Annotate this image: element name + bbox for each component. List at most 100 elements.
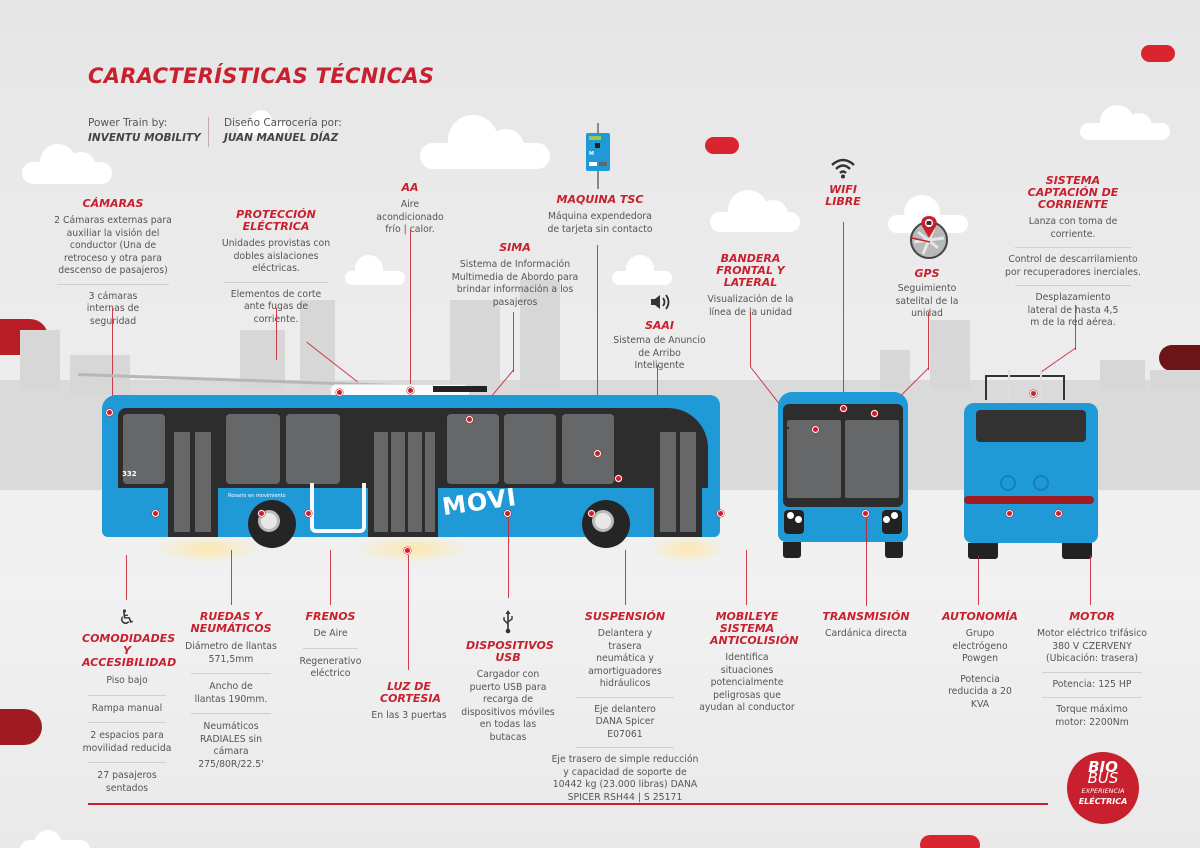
feature-proteccion: PROTECCIÓN ELÉCTRICA Unidades provistas …: [215, 209, 337, 326]
leader-line: [126, 555, 127, 600]
wheelchair-icon: ♿: [118, 605, 136, 629]
feature-item: Ancho de llantas 190mm.: [194, 681, 268, 705]
hotspot-aa[interactable]: [407, 387, 414, 394]
decorative-pill-bottom: [920, 835, 980, 848]
hotspot-gps[interactable]: [871, 410, 878, 417]
hotspot-motor[interactable]: [1055, 510, 1062, 517]
feature-item: Grupo electrógeno Powgen: [952, 628, 1008, 664]
badge-line-3: EXPERIENCIA: [1081, 787, 1125, 795]
hotspot-saai[interactable]: [615, 475, 622, 482]
bus-side-view: MOVI Rosario en movimiento 332: [77, 370, 728, 565]
feature-item: Regenerativo eléctrico: [299, 655, 362, 680]
cloud: [710, 190, 800, 232]
divider: [1014, 247, 1132, 248]
leader-line: [112, 308, 113, 413]
feature-item: 3 cámaras internas de seguridad: [86, 290, 140, 327]
feature-captacion: SISTEMA CAPTACIÓN DE CORRIENTE Lanza con…: [1005, 175, 1141, 330]
hotspot-transmision[interactable]: [862, 510, 869, 517]
badge-line-1: BIO: [1088, 758, 1118, 776]
cloud: [420, 115, 550, 170]
biobus-badge: BIO BUS EXPERIENCIA ELÉCTRICA: [1067, 752, 1139, 824]
feature-suspension: SUSPENSIÓN Delantera y trasera neumática…: [550, 611, 700, 804]
feature-title: MOTOR: [1069, 610, 1115, 623]
divider: [223, 281, 329, 283]
divider: [1042, 671, 1142, 673]
hotspot-camera[interactable]: [106, 409, 113, 416]
hotspot-frenos[interactable]: [305, 510, 312, 517]
feature-item: Lanza con toma de corriente.: [1028, 216, 1118, 240]
hotspot-sima[interactable]: [466, 416, 473, 423]
gps-icon: [908, 216, 950, 260]
hotspot-autonomia[interactable]: [1006, 510, 1013, 517]
feature-item: Potencia: 125 HP: [1052, 678, 1132, 690]
divider: [576, 696, 674, 698]
feature-title: WIFI LIBRE: [825, 183, 861, 208]
hotspot-comodidades[interactable]: [152, 510, 159, 517]
divider: [191, 713, 271, 714]
feature-ruedas: RUEDAS Y NEUMÁTICOS Diámetro de llantas …: [185, 611, 277, 771]
leader-line: [928, 312, 929, 370]
feature-luz: LUZ DE CORTESIA En las 3 puertas: [368, 681, 450, 723]
leader-line: [625, 550, 626, 605]
decorative-pill-top-right: [1141, 45, 1175, 62]
leader-line: [410, 230, 411, 390]
hotspot-tsc[interactable]: [594, 450, 601, 457]
leader-line: [746, 550, 747, 605]
leader-line: [330, 550, 331, 605]
feature-title: SISTEMA CAPTACIÓN DE CORRIENTE: [1027, 174, 1119, 211]
feature-camaras: CÁMARAS 2 Cámaras externas para auxiliar…: [48, 198, 178, 328]
feature-autonomia: AUTONOMÍA Grupo electrógeno Powgen Poten…: [935, 611, 1025, 711]
feature-sima: SIMA Sistema de Información Multimedia d…: [450, 242, 580, 309]
hotspot-bandera[interactable]: [812, 426, 819, 433]
hotspot-proteccion[interactable]: [336, 389, 343, 396]
leader-line: [866, 518, 867, 606]
feature-item: Neumáticos RADIALES sin cámara 275/80R/2…: [198, 721, 264, 770]
bus-unit-number: 332: [122, 470, 137, 478]
feature-title: MAQUINA TSC: [556, 193, 644, 206]
decorative-pill-left-2: [0, 709, 42, 745]
feature-bandera: BANDERA FRONTAL Y LATERAL Visualización …: [698, 253, 803, 319]
feature-item: Seguimiento satelital de la unidad: [895, 283, 959, 319]
leader-line: [513, 312, 514, 372]
feature-item: Identifica situaciones potencialmente pe…: [699, 652, 795, 713]
feature-title: AUTONOMÍA: [942, 610, 1018, 623]
leader-line: [276, 308, 277, 360]
leader-line: [1090, 555, 1091, 605]
hotspot-usb[interactable]: [504, 510, 511, 517]
hotspot-wifi[interactable]: [840, 405, 847, 412]
footer-divider: [88, 803, 1048, 805]
feature-item: Rampa manual: [91, 702, 163, 714]
feature-item: Aire acondicionado frío | calor.: [376, 199, 444, 235]
feature-item: En las 3 puertas: [371, 710, 447, 721]
feature-motor: MOTOR Motor eléctrico trifásico 380 V CZ…: [1034, 611, 1150, 729]
hotspot-mobileye[interactable]: [717, 510, 724, 517]
feature-title: BANDERA FRONTAL Y LATERAL: [716, 252, 785, 289]
feature-title: COMODIDADES Y ACCESIBILIDAD: [82, 632, 177, 669]
feature-mobileye: MOBILEYE SISTEMA ANTICOLISIÓN Identifica…: [698, 610, 799, 715]
feature-title: MOBILEYE SISTEMA ANTICOLISIÓN: [710, 610, 799, 647]
design-credit: Diseño Carrocería por: JUAN MANUEL DÍAZ: [224, 116, 342, 146]
page-title: CARACTERÍSTICAS TÉCNICAS: [88, 64, 435, 88]
hotspot-ruedas[interactable]: [258, 510, 265, 517]
spacer: [935, 666, 1025, 674]
feature-item: 2 espacios para movilidad reducida: [82, 730, 172, 754]
feature-comodidades: COMODIDADES Y ACCESIBILIDAD Piso bajo Ra…: [82, 632, 177, 795]
feature-item: Elementos de corte ante fugas de corrien…: [230, 288, 322, 325]
cloud: [345, 255, 405, 285]
feature-title: GPS: [914, 267, 940, 280]
feature-saai: SAAI Sistema de Anuncio de Arribo Inteli…: [612, 320, 707, 373]
feature-title: DISPOSITIVOS USB: [466, 639, 554, 664]
divider: [576, 747, 674, 748]
design-label: Diseño Carrocería por:: [224, 117, 342, 129]
feature-title: PROTECCIÓN ELÉCTRICA: [236, 208, 316, 233]
feature-title: LUZ DE CORTESIA: [380, 680, 441, 705]
feature-gps: GPS Seguimiento satelital de la unidad: [872, 268, 982, 321]
hotspot-captacion[interactable]: [1030, 390, 1037, 397]
design-value: JUAN MANUEL DÍAZ: [224, 132, 339, 144]
divider: [1014, 285, 1132, 286]
powertrain-credit: Power Train by: INVENTU MOBILITY: [88, 116, 201, 146]
hotspot-luz[interactable]: [404, 547, 411, 554]
cloud: [22, 140, 112, 185]
feature-title: SAAI: [644, 319, 675, 332]
hotspot-suspension[interactable]: [588, 510, 595, 517]
